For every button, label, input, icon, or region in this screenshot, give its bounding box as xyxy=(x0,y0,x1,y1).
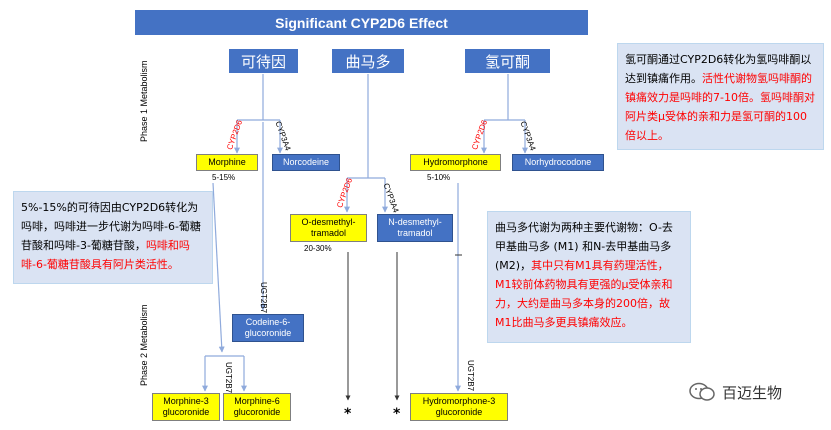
hydromorphone-3-glucuronide-line1: Hydromorphone-3 xyxy=(422,396,496,407)
codeine-6-glucuronide-box: Codeine-6- glucoronide xyxy=(232,314,304,342)
phase2-label: Phase 2 Metabolism xyxy=(139,304,149,386)
morphine-6-glucuronide-line1: Morphine-6 xyxy=(234,396,280,407)
ugt2b7-label-morphine: UGT2B7 xyxy=(224,362,233,394)
tramadol-box: 曲马多 xyxy=(332,49,404,73)
morphine-6-glucuronide-box: Morphine-6 glucoronide xyxy=(223,393,291,421)
codeine-6-glucuronide-line2: glucoronide xyxy=(244,328,292,338)
norcodeine-box: Norcodeine xyxy=(272,154,340,171)
n-desmethyltramadol-line1: N-desmethyl- xyxy=(388,217,442,228)
hydrocodone-note: 氢可酮通过CYP2D6转化为氢吗啡酮以达到镇痛作用。活性代谢物氢吗啡酮的镇痛效力… xyxy=(617,43,824,150)
o-desmethyltramadol-line1: O-desmethyl- xyxy=(301,217,356,228)
tramadol-note-highlight: 其中只有M1具有药理活性，M1较前体药物具有更强的μ受体亲和力，大约是曲马多本身… xyxy=(495,259,673,329)
hydrocodone-note-highlight: 活性代谢物氢吗啡酮的镇痛效力是吗啡的7-10倍。氢吗啡酮对阿片类μ受体的亲和力是… xyxy=(625,72,815,142)
hydrocodone-note-text: 氢可酮通过CYP2D6转化为氢吗啡酮以达到镇痛作用。 xyxy=(625,53,812,85)
codeine-note-highlight: 吗啡和吗啡-6-葡糖苷酸具有阿片类活性。 xyxy=(21,239,190,271)
hydrocodone-box: 氢可酮 xyxy=(465,49,550,73)
footnote-star-tramadol-o: * xyxy=(344,406,352,422)
codeine-6-glucuronide-line1: Codeine-6- xyxy=(245,317,291,328)
o-desmethyltramadol-line2: tramadol xyxy=(310,228,346,238)
wechat-logo-icon xyxy=(688,381,716,403)
norhydrocodone-box: Norhydrocodone xyxy=(512,154,604,171)
morphine-3-glucuronide-line1: Morphine-3 xyxy=(163,396,209,407)
o-desmethyl-percent: 20-30% xyxy=(304,244,332,253)
hydromorphone-3-glucuronide-box: Hydromorphone-3 glucoronide xyxy=(410,393,508,421)
hydromorphone-percent: 5-10% xyxy=(427,173,451,182)
ugt2b7-label-codeine: UGT2B7 xyxy=(259,282,268,314)
codeine-note-text: 5%-15%的可待因由CYP2D6转化为吗啡，吗啡进一步代谢为吗啡-6-葡糖苷酸… xyxy=(21,201,201,252)
o-desmethyltramadol-box: O-desmethyl- tramadol xyxy=(290,214,367,242)
morphine-percent: 5-15% xyxy=(212,173,236,182)
morphine-3-glucuronide-box: Morphine-3 glucoronide xyxy=(152,393,220,421)
diagram-title: Significant CYP2D6 Effect xyxy=(135,10,588,35)
morphine-3-glucuronide-line2: glucoronide xyxy=(162,407,210,417)
morphine-6-glucuronide-line2: glucoronide xyxy=(233,407,281,417)
brand-name: 百迈生物 xyxy=(722,384,783,402)
n-desmethyltramadol-box: N-desmethyl- tramadol xyxy=(377,214,453,242)
tramadol-note-text: 曲马多代谢为两种主要代谢物：O-去甲基曲马多 (M1) 和N-去甲基曲马多 (M… xyxy=(495,221,673,272)
footnote-star-tramadol-n: * xyxy=(393,406,401,422)
codeine-box: 可待因 xyxy=(229,49,298,73)
morphine-box: Morphine xyxy=(196,154,258,171)
n-desmethyltramadol-line2: tramadol xyxy=(397,228,433,238)
tramadol-note: 曲马多代谢为两种主要代谢物：O-去甲基曲马多 (M1) 和N-去甲基曲马多 (M… xyxy=(487,211,691,343)
hydromorphone-3-glucuronide-line2: glucoronide xyxy=(435,407,483,417)
codeine-note: 5%-15%的可待因由CYP2D6转化为吗啡，吗啡进一步代谢为吗啡-6-葡糖苷酸… xyxy=(13,191,213,284)
hydromorphone-box: Hydromorphone xyxy=(410,154,501,171)
ugt2b7-label-hydromorphone: UGT2B7 xyxy=(466,360,475,392)
phase1-label: Phase 1 Metabolism xyxy=(139,60,149,142)
